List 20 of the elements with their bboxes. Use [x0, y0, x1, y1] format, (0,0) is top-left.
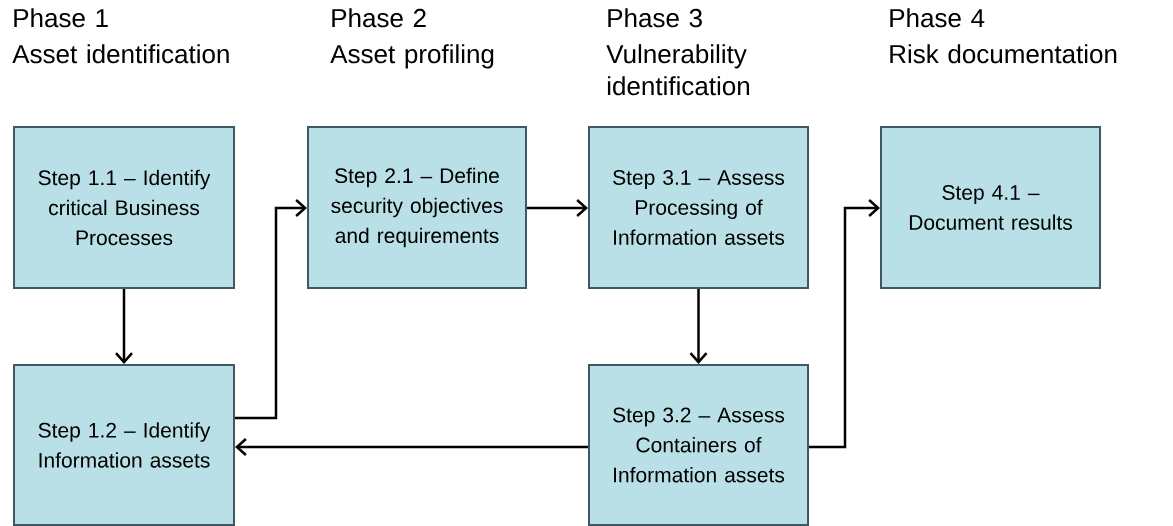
phase-heading: Risk documentation: [890, 44, 1117, 64]
process-box: Step 3.2 – Assess Containers of Information assets: [588, 364, 809, 526]
phase-heading: Vulnerability identification: [606, 44, 749, 96]
phase-heading: Asset profiling: [330, 44, 494, 69]
phase-heading: Phase 4: [890, 8, 985, 28]
process-box: Step 1.2 – Identify Information assets: [13, 364, 235, 526]
process-box: Step 3.1 – Assess Processing of Information assets: [588, 126, 809, 289]
arrow: [235, 438, 588, 456]
arrow: [689, 289, 708, 364]
arrow: [235, 199, 307, 420]
process-box: Step 2.1 – Define security objectives and requirements: [307, 126, 527, 289]
process-box: Step 4.1 – Document results: [880, 126, 1101, 289]
arrow: [527, 199, 588, 217]
process-box: Step 1.1 – Identify critical Business Processes: [13, 126, 235, 289]
phase-heading: Phase 3: [608, 8, 702, 28]
arrow: [809, 199, 880, 449]
phase-heading: Asset identification: [12, 44, 229, 64]
phase-heading: Phase 2: [332, 8, 426, 28]
phase-heading: Phase 1: [14, 8, 108, 28]
arrow: [115, 289, 133, 364]
